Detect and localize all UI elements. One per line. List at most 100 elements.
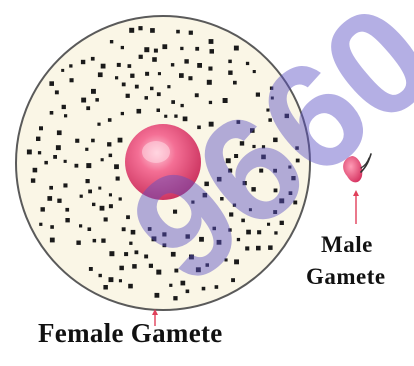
yolk-granule: [130, 74, 134, 78]
yolk-granule: [39, 223, 42, 226]
yolk-granule: [117, 63, 121, 67]
yolk-granule: [62, 105, 66, 109]
yolk-granule: [27, 150, 32, 155]
yolk-granule: [118, 138, 123, 143]
yolk-granule: [103, 285, 108, 290]
yolk-granule: [137, 109, 142, 114]
yolk-granule: [179, 73, 184, 78]
yolk-granule: [107, 142, 111, 146]
yolk-granule: [132, 264, 137, 269]
yolk-granule: [174, 115, 177, 118]
yolk-granule: [70, 78, 74, 82]
yolk-granule: [128, 284, 133, 289]
yolk-granule: [86, 163, 91, 168]
yolk-granule: [157, 109, 161, 113]
yolk-granule: [47, 196, 52, 201]
yolk-granule: [208, 67, 212, 71]
yolk-granule: [139, 55, 143, 59]
yolk-granule: [56, 145, 61, 150]
yolk-granule: [110, 40, 113, 43]
yolk-granule: [39, 126, 43, 130]
yolk-granule: [57, 130, 62, 135]
yolk-granule: [189, 31, 193, 35]
yolk-granule: [88, 190, 92, 194]
yolk-granule: [93, 239, 97, 243]
yolk-granule: [49, 81, 54, 86]
yolk-granule: [228, 71, 232, 75]
yolk-granule: [115, 76, 118, 79]
yolk-granule: [119, 279, 122, 282]
yolk-granule: [101, 64, 106, 69]
yolk-granule: [234, 46, 239, 51]
yolk-granule: [171, 63, 174, 66]
yolk-granule: [122, 227, 126, 231]
yolk-granule: [50, 225, 54, 229]
yolk-granule: [176, 30, 180, 34]
yolk-granule: [149, 264, 153, 268]
yolk-granule: [101, 158, 104, 161]
yolk-granule: [162, 44, 167, 49]
yolk-granule: [55, 90, 59, 94]
male-gamete-label: Male Gamete: [306, 233, 386, 297]
yolk-granule: [80, 195, 83, 198]
yolk-granule: [65, 208, 69, 212]
yolk-granule: [97, 123, 100, 126]
yolk-granule: [57, 199, 61, 203]
yolk-granule: [126, 94, 130, 98]
yolk-granule: [64, 114, 67, 117]
yolk-granule: [135, 85, 139, 89]
yolk-granule: [135, 250, 139, 254]
yolk-granule: [167, 85, 170, 88]
yolk-granule: [76, 241, 80, 245]
yolk-granule: [171, 100, 175, 104]
yolk-granule: [209, 39, 214, 44]
yolk-granule: [69, 64, 72, 67]
yolk-granule: [61, 69, 64, 72]
yolk-granule: [145, 96, 149, 100]
yolk-granule: [44, 161, 48, 165]
yolk-granule: [79, 224, 82, 227]
yolk-granule: [49, 186, 53, 190]
yolk-granule: [81, 98, 86, 103]
yolk-granule: [158, 72, 161, 75]
yolk-granule: [36, 137, 40, 141]
yolk-granule: [164, 115, 167, 118]
yolk-granule: [75, 139, 79, 143]
yolk-granule: [150, 87, 154, 91]
yolk-granule: [129, 242, 132, 245]
yolk-granule: [154, 49, 158, 53]
yolk-granule: [114, 164, 119, 169]
yolk-granule: [195, 93, 199, 97]
yolk-granule: [228, 60, 232, 64]
yolk-granule: [122, 83, 126, 87]
yolk-granule: [108, 118, 112, 122]
yolk-granule: [169, 284, 172, 287]
yolk-granule: [101, 239, 105, 243]
yolk-granule: [85, 148, 88, 151]
male-gamete-label-line-1: Male: [306, 233, 386, 256]
yolk-granule: [65, 218, 69, 222]
yolk-granule: [95, 98, 99, 102]
yolk-granule: [50, 111, 54, 115]
yolk-granule: [50, 238, 55, 243]
yolk-granule: [91, 139, 95, 143]
yolk-granule: [197, 63, 202, 68]
yolk-granule: [145, 72, 149, 76]
yolk-granule: [188, 76, 192, 80]
yolk-granule: [207, 80, 212, 85]
yolk-granule: [131, 230, 136, 235]
female-gamete-label: Female Gamete: [38, 320, 223, 347]
yolk-granule: [88, 227, 92, 231]
yolk-granule: [109, 154, 113, 158]
yolk-granule: [109, 251, 114, 256]
yolk-granule: [41, 207, 45, 211]
yolk-granule: [184, 59, 188, 63]
yolk-granule: [173, 296, 177, 300]
yolk-granule: [38, 151, 41, 154]
yolk-granule: [53, 155, 57, 159]
yolk-granule: [180, 47, 183, 50]
yolk-granule: [138, 26, 142, 30]
yolk-granule: [99, 274, 102, 277]
